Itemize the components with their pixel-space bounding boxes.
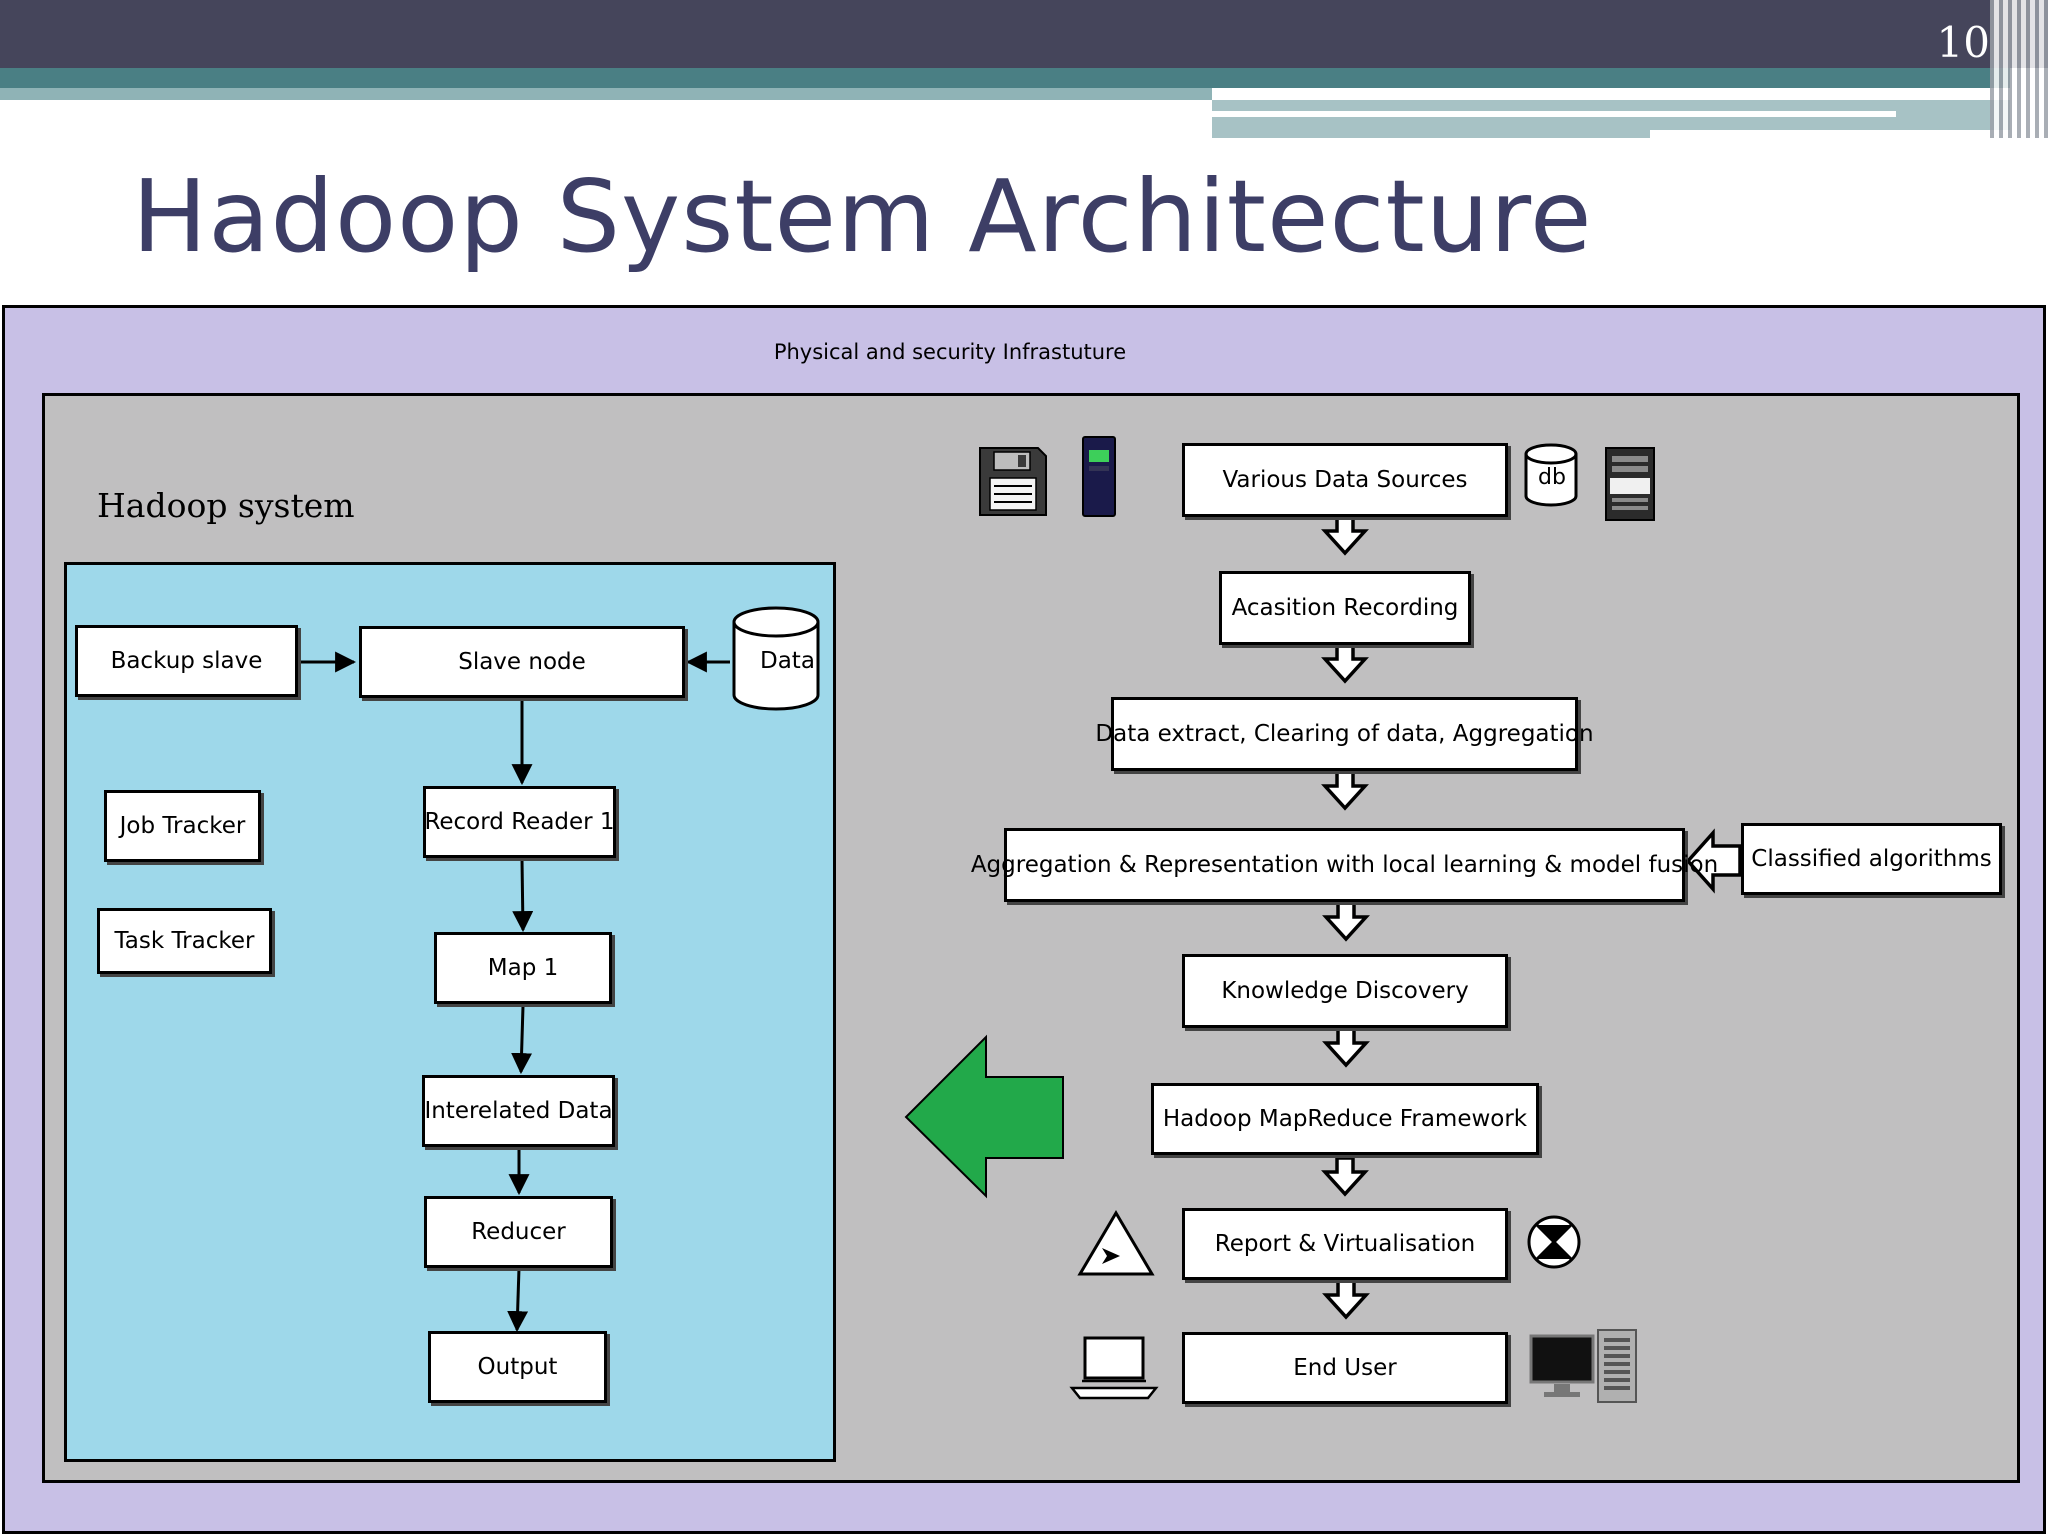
classified-arrow — [1685, 828, 1742, 894]
data-store-label: Data — [760, 648, 815, 674]
data-cylinder-icon — [732, 606, 820, 711]
flow-step: End User — [1182, 1332, 1508, 1404]
usb-drive-icon — [1082, 436, 1116, 517]
pipeline-step: Output — [428, 1331, 607, 1403]
flow-arrow-1 — [1323, 515, 1367, 555]
desktop-computer-icon — [1529, 1329, 1637, 1403]
pipeline-step: Interelated Data — [422, 1075, 615, 1147]
header-vertical-bars — [1990, 0, 2048, 138]
flow-step: Aggregation & Representation with local … — [971, 828, 1718, 902]
flow-arrow-4 — [1324, 901, 1368, 941]
flow-step: Acasition Recording — [1219, 571, 1471, 645]
flow-arrow-7 — [1324, 1279, 1368, 1319]
flow-arrow-2 — [1323, 643, 1367, 683]
flow-step: Various Data Sources — [1182, 443, 1508, 517]
header-accent-line — [1212, 111, 1896, 117]
pipeline-step: Map 1 — [434, 932, 612, 1004]
header-accent-line-2 — [1650, 130, 2010, 138]
triangle-play-icon — [1077, 1210, 1155, 1276]
db-label: db — [1538, 465, 1566, 490]
flow-arrow-6 — [1323, 1156, 1367, 1196]
header-accent-stripe-light — [0, 88, 1212, 100]
hadoop-system-title: Hadoop system — [97, 486, 355, 525]
laptop-icon — [1069, 1336, 1159, 1400]
circle-x-icon — [1527, 1215, 1581, 1269]
green-left-arrow — [904, 1034, 1064, 1199]
slide-title: Hadoop System Architecture — [132, 158, 1593, 275]
arrow-map-to-interelated — [511, 1005, 533, 1075]
flow-step: Hadoop MapReduce Framework — [1151, 1083, 1539, 1155]
floppy-disk-icon — [979, 447, 1047, 516]
server-icon — [1605, 447, 1655, 521]
backup-slave-box: Backup slave — [75, 625, 298, 697]
infrastructure-label: Physical and security Infrastuture — [773, 340, 1127, 364]
pipeline-step: Record Reader 1 — [423, 786, 616, 858]
classified-algorithms-box: Classified algorithms — [1741, 823, 2002, 895]
database-icon — [1524, 443, 1578, 507]
flow-step: Report & Virtualisation — [1182, 1208, 1508, 1280]
hadoop-system-panel — [64, 562, 836, 1462]
header-bar — [0, 0, 2048, 68]
header-accent-stripe — [0, 68, 2010, 88]
task-tracker-box: Task Tracker — [97, 908, 272, 974]
flow-step: Data extract, Clearing of data, Aggregat… — [1095, 697, 1594, 771]
arrow-record-to-map — [512, 859, 534, 933]
flow-arrow-5 — [1324, 1027, 1368, 1067]
slide-number: 10 — [1936, 18, 1990, 67]
job-tracker-box: Job Tracker — [104, 790, 261, 862]
flow-step: Knowledge Discovery — [1182, 954, 1508, 1028]
slave-node-box: Slave node — [359, 626, 685, 698]
arrow-reducer-to-output — [507, 1267, 529, 1333]
pipeline-step: Reducer — [424, 1196, 613, 1268]
flow-arrow-3 — [1323, 770, 1367, 810]
